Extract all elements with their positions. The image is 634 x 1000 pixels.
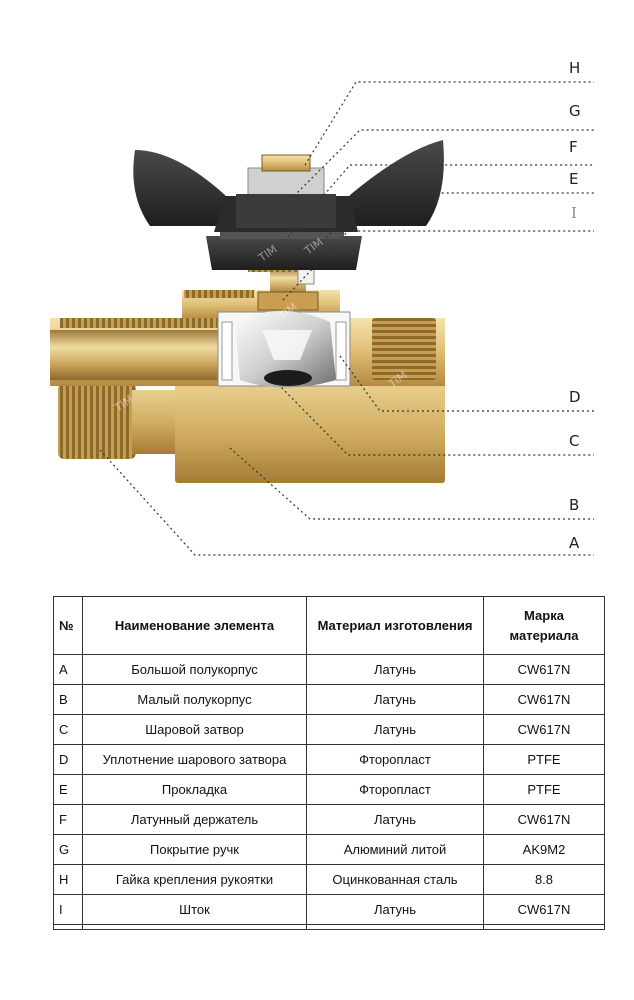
row-name: Шаровой затвор (82, 714, 307, 745)
row-grade: CW617N (483, 654, 605, 685)
callout-a: A (569, 534, 580, 552)
table-row: B Малый полукорпус Латунь CW617N (53, 684, 605, 715)
row-code: A (53, 654, 83, 685)
row-material: Фторопласт (306, 774, 484, 805)
ball-valve-cutaway-diagram: TIM TIM TIM TIM TIM TIM H G F E I D C B … (50, 59, 594, 556)
row-name: Покрытие ручк (82, 834, 307, 865)
row-code: G (53, 834, 83, 865)
row-material: Алюминий литой (306, 834, 484, 865)
table-row: D Уплотнение шарового затвора Фторопласт… (53, 744, 605, 775)
callout-g: G (569, 102, 581, 120)
row-code: E (53, 774, 83, 805)
row-material: Латунь (306, 714, 484, 745)
row-material: Фторопласт (306, 744, 484, 775)
header-material: Материал изготовления (306, 596, 484, 655)
header-grade-line2: материала (509, 627, 579, 643)
table-header-row: № Наименование элемента Материал изготов… (53, 596, 605, 655)
callout-c: C (569, 432, 579, 450)
table-row: I Шток Латунь CW617N (53, 894, 605, 925)
callout-f: F (569, 138, 578, 156)
row-code: B (53, 684, 83, 715)
table-row: A Большой полукорпус Латунь CW617N (53, 654, 605, 685)
header-number: № (53, 596, 83, 655)
large-half-body (58, 383, 445, 483)
leader-lines (99, 81, 594, 556)
row-material: Латунь (306, 684, 484, 715)
table-row: C Шаровой затвор Латунь CW617N (53, 714, 605, 745)
row-grade: PTFE (483, 744, 605, 775)
callout-i: I (571, 204, 577, 222)
row-code: I (53, 894, 83, 925)
row-grade: CW617N (483, 804, 605, 835)
leader-f (277, 164, 594, 249)
row-code: C (53, 714, 83, 745)
handle-nut (236, 154, 336, 228)
row-code: F (53, 804, 83, 835)
row-grade: CW617N (483, 894, 605, 925)
table-row: H Гайка крепления рукоятки Оцинкованная … (53, 864, 605, 895)
row-name: Латунный держатель (82, 804, 307, 835)
leader-b (229, 447, 594, 520)
row-grade: CW617N (483, 684, 605, 715)
row-name: Большой полукорпус (82, 654, 307, 685)
watermark: TIM (133, 271, 157, 293)
row-name: Уплотнение шарового затвора (82, 744, 307, 775)
row-material: Оцинкованная сталь (306, 864, 484, 895)
row-name: Гайка крепления рукоятки (82, 864, 307, 895)
callout-d: D (569, 388, 581, 406)
leader-d (339, 355, 594, 412)
callout-b: B (569, 496, 579, 514)
table-row-spacer (53, 924, 605, 930)
leader-i (282, 230, 594, 301)
table-row: F Латунный держатель Латунь CW617N (53, 804, 605, 835)
row-code: D (53, 744, 83, 775)
ball-closure (217, 311, 351, 388)
callout-h: H (569, 59, 580, 77)
table-row: E Прокладка Фторопласт PTFE (53, 774, 605, 805)
row-material: Латунь (306, 654, 484, 685)
leader-a (99, 449, 594, 556)
header-element-name: Наименование элемента (82, 596, 307, 655)
header-material-grade: Марка материала (483, 596, 605, 655)
leader-e (305, 192, 594, 261)
materials-table: № Наименование элемента Материал изготов… (53, 596, 605, 930)
leader-h (304, 81, 594, 166)
row-grade: CW617N (483, 714, 605, 745)
row-grade: PTFE (483, 774, 605, 805)
row-name: Шток (82, 894, 307, 925)
header-grade-line1: Марка (524, 607, 564, 623)
row-material: Латунь (306, 894, 484, 925)
row-name: Малый полукорпус (82, 684, 307, 715)
ball-seals (221, 321, 347, 381)
row-grade: 8.8 (483, 864, 605, 895)
row-name: Прокладка (82, 774, 307, 805)
leader-g (293, 129, 594, 197)
row-grade: AK9M2 (483, 834, 605, 865)
callout-e: E (569, 170, 578, 188)
row-material: Латунь (306, 804, 484, 835)
row-code: H (53, 864, 83, 895)
table-row: G Покрытие ручк Алюминий литой AK9M2 (53, 834, 605, 865)
